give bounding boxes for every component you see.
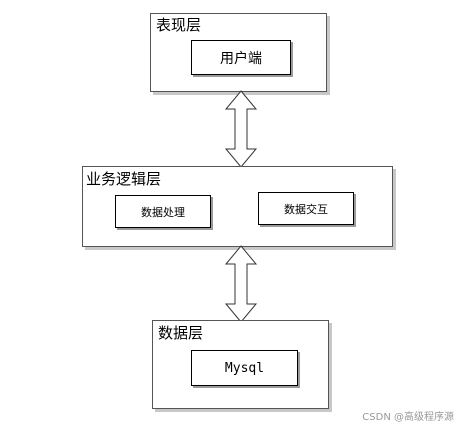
presentation-layer-title: 表现层 (156, 16, 202, 34)
mysql-box: Mysql (191, 350, 298, 386)
presentation-layer: 表现层 用户端 (150, 13, 327, 92)
watermark: CSDN @高级程序源 (362, 412, 454, 423)
data-layer: 数据层 Mysql (152, 320, 329, 409)
data-layer-title: 数据层 (158, 324, 204, 342)
double-arrow-bottom (224, 245, 258, 323)
double-arrow-top (224, 90, 258, 168)
data-interaction-box: 数据交互 (258, 192, 354, 225)
business-logic-layer-title: 业务逻辑层 (86, 170, 162, 188)
business-logic-layer: 业务逻辑层 数据处理 数据交互 (82, 166, 393, 247)
client-box: 用户端 (191, 40, 291, 75)
data-processing-box: 数据处理 (115, 195, 211, 228)
